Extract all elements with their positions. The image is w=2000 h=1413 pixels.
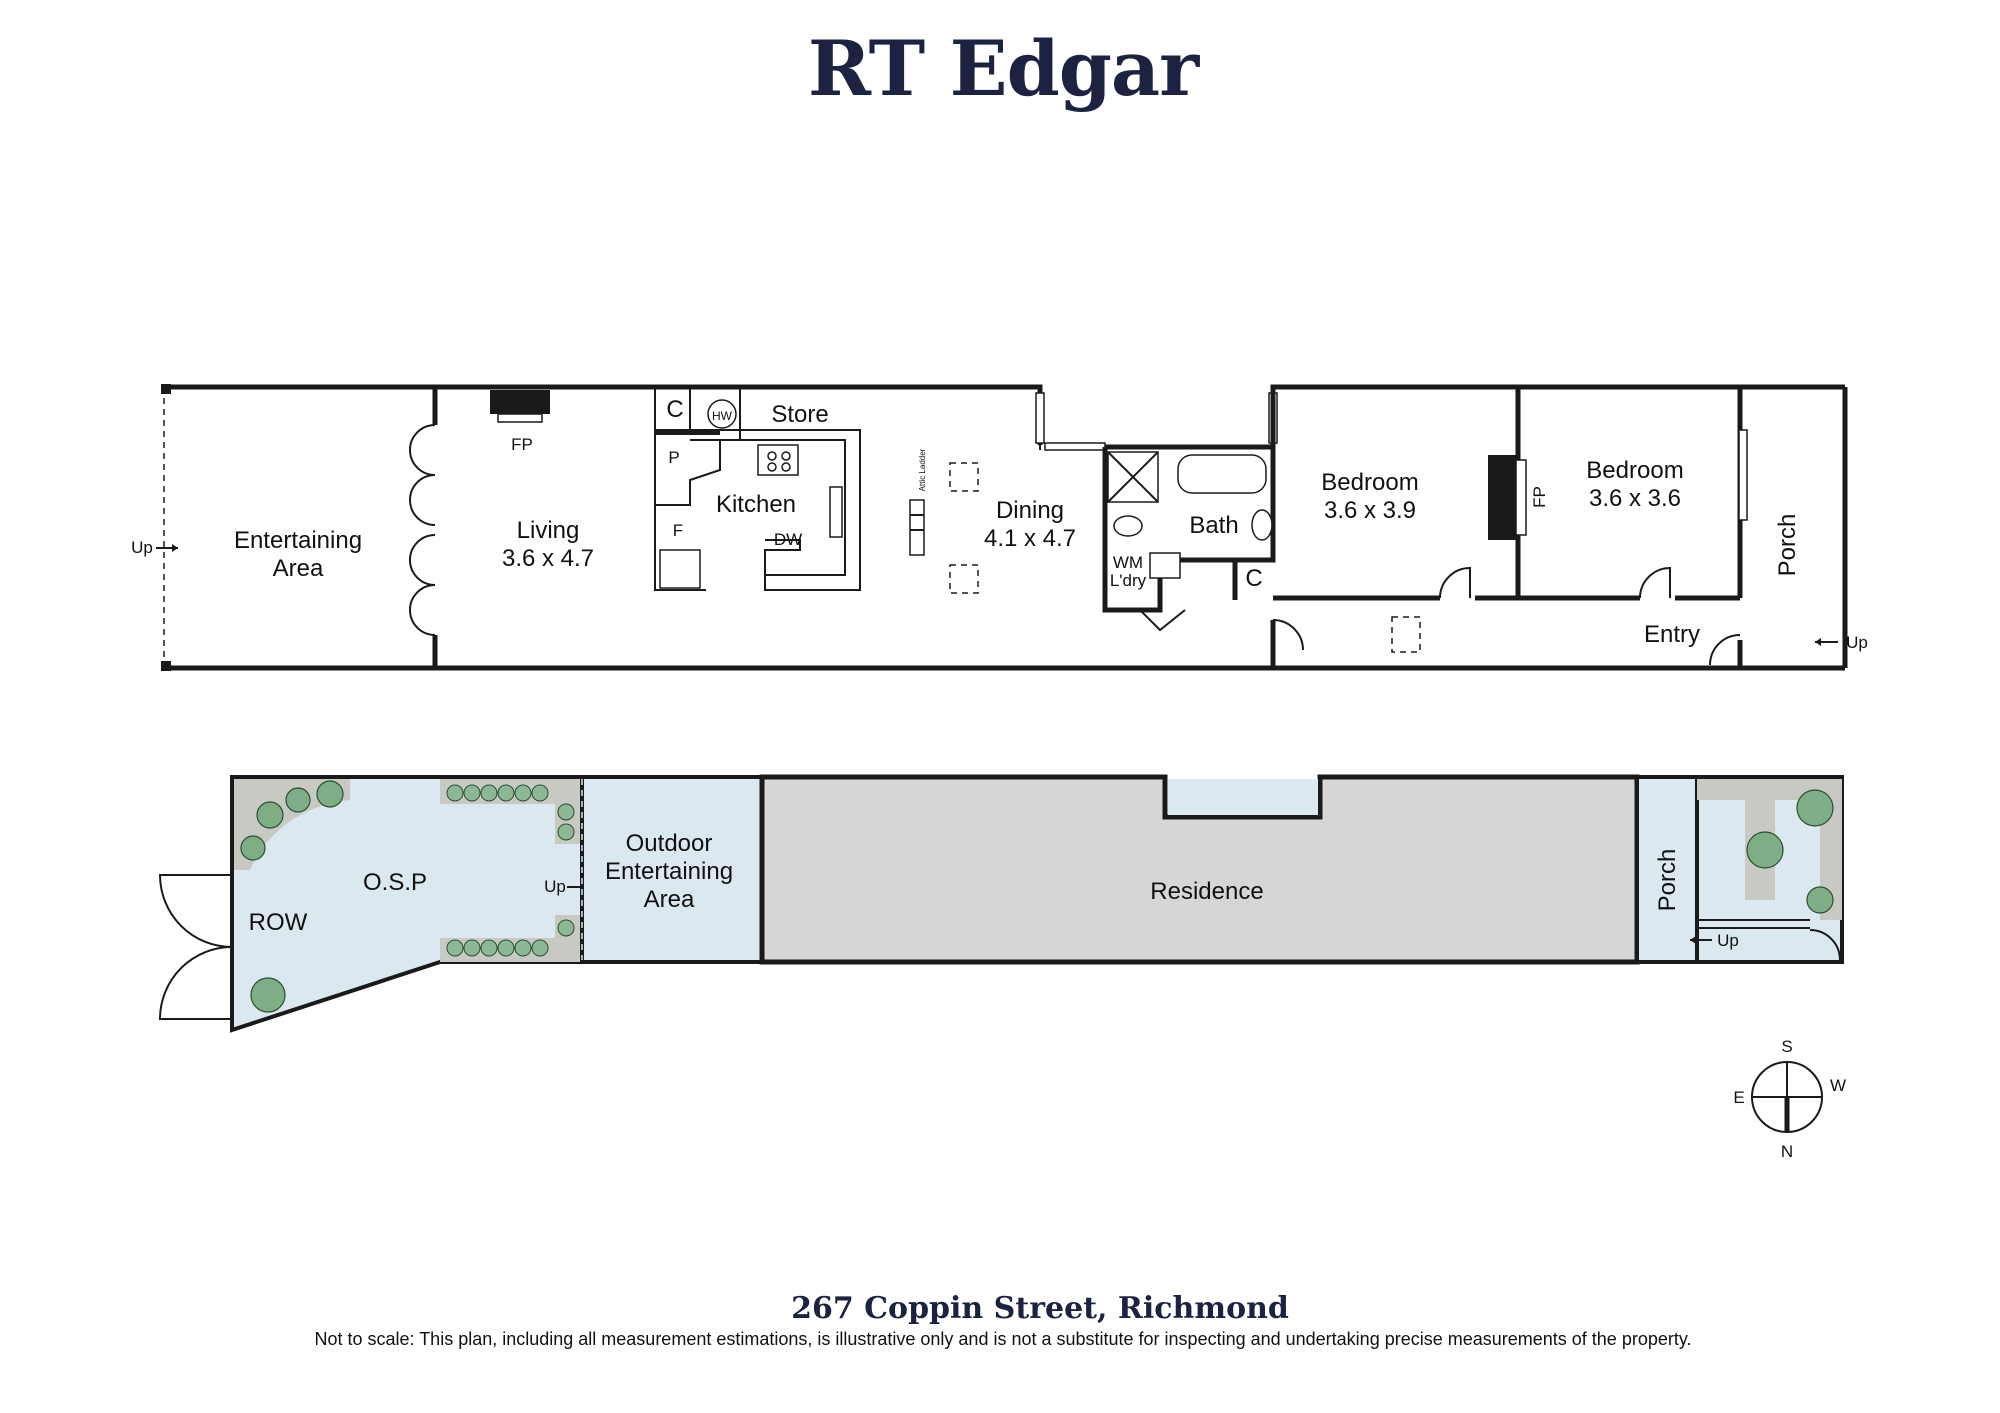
- property-address: 267 Coppin Street, Richmond: [791, 1291, 1289, 1326]
- living-size: 3.6 x 4.7: [502, 545, 594, 572]
- porch-label-site: Porch: [1654, 849, 1681, 912]
- porch-label-plan: Porch: [1774, 514, 1801, 577]
- laundry-label: L'dry: [1110, 571, 1147, 590]
- up-label-right: Up: [1846, 633, 1868, 652]
- kitchen-label: Kitchen: [716, 491, 796, 518]
- residence-label: Residence: [1150, 878, 1263, 905]
- compass-s: S: [1781, 1037, 1792, 1056]
- brand-logo: RT Edgar: [808, 24, 1200, 113]
- compass-w: W: [1830, 1076, 1846, 1095]
- pantry-label: P: [668, 448, 679, 467]
- site-outdoor-label-3: Area: [644, 886, 695, 913]
- bedroom-1-size: 3.6 x 3.9: [1324, 497, 1416, 524]
- outdoor-entertaining-label-3: Area: [273, 555, 324, 582]
- up-label-left: Up: [131, 538, 153, 557]
- bedroom-2-label: Bedroom: [1586, 457, 1683, 484]
- house-walls: [432, 384, 1848, 671]
- compass-e: E: [1733, 1088, 1744, 1107]
- dining-size: 4.1 x 4.7: [984, 525, 1076, 552]
- entry-label: Entry: [1644, 621, 1700, 648]
- row-label: ROW: [249, 909, 308, 936]
- up-label-porch: Up: [1717, 931, 1739, 950]
- floor-plan: Outdoor Entertaining Area Up: [0, 0, 1868, 671]
- fridge-label: F: [673, 521, 683, 540]
- site-outdoor-label-2: Entertaining: [605, 858, 733, 885]
- store-label: Store: [771, 401, 828, 428]
- site-plan: ROW O.S.P Up Outdoor Entertaining Area R…: [158, 774, 1844, 1033]
- living-label: Living: [517, 517, 580, 544]
- outdoor-entertaining-label-2: Entertaining: [234, 527, 362, 554]
- fp-bedroom-label: FP: [1530, 486, 1549, 508]
- bath-label: Bath: [1189, 512, 1238, 539]
- fp-living-label: FP: [511, 435, 533, 454]
- disclaimer-text: Not to scale: This plan, including all m…: [314, 1329, 1691, 1349]
- outdoor-entertaining-area-plan: Outdoor Entertaining Area Up: [0, 0, 436, 671]
- bedroom-2-size: 3.6 x 3.6: [1589, 485, 1681, 512]
- residence-block: [759, 774, 1640, 965]
- compass-icon: S E W N: [1733, 1037, 1846, 1161]
- outdoor-entertaining-label: Outdoor: [0, 0, 43, 6]
- site-outdoor-label-1: Outdoor: [626, 830, 713, 857]
- compass-n: N: [1781, 1142, 1793, 1161]
- closet-label-bath: C: [1245, 565, 1262, 592]
- closet-label-store: C: [666, 396, 683, 423]
- up-label-osp: Up: [544, 877, 566, 896]
- dishwasher-label: DW: [774, 530, 802, 549]
- hw-label: HW: [712, 409, 733, 423]
- bedroom-1-label: Bedroom: [1321, 469, 1418, 496]
- osp-label: O.S.P: [363, 869, 427, 896]
- wm-label: WM: [1113, 553, 1143, 572]
- attic-ladder-label: Attic Ladder: [918, 448, 927, 491]
- dining-label: Dining: [996, 497, 1064, 524]
